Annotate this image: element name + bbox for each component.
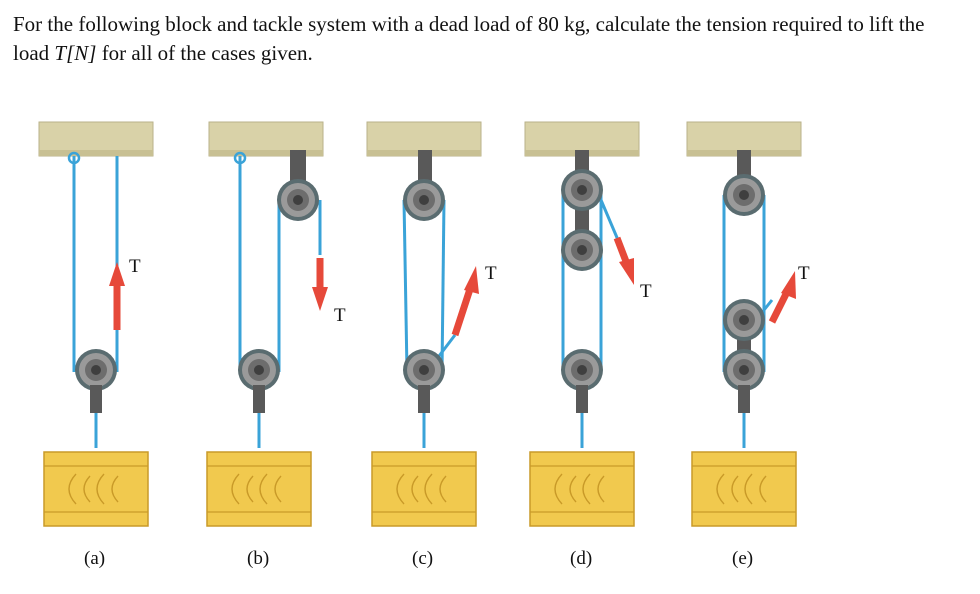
load-block-b <box>206 451 312 527</box>
top-pulley-b <box>277 179 319 221</box>
case-label-d: (d) <box>570 548 593 569</box>
problem-statement: For the following block and tackle syste… <box>13 10 963 68</box>
bottom-pulley-e <box>723 349 765 391</box>
problem-text-end: for all of the cases given. <box>96 41 313 65</box>
system-e: T <box>686 121 810 527</box>
middle-pulley-e <box>723 299 765 341</box>
load-block-d <box>529 451 635 527</box>
system-d: T <box>524 121 652 527</box>
tension-arrow-d <box>613 236 631 266</box>
case-label-e: (e) <box>732 548 754 569</box>
system-b: T <box>206 121 346 527</box>
bottom-pulley-b <box>238 349 280 391</box>
load-block-a <box>43 451 149 527</box>
case-label-b: (b) <box>247 548 270 569</box>
tension-arrow-e <box>768 288 792 324</box>
tension-symbol: T[N] <box>54 41 97 65</box>
tension-label-c: T <box>485 263 497 284</box>
case-label-c: (c) <box>412 548 434 569</box>
tension-label-a: T <box>129 256 141 277</box>
problem-text-start: For the following block and tackle syste… <box>13 12 925 65</box>
pulley-a <box>75 349 117 391</box>
tension-label-d: T <box>640 281 652 302</box>
top-pulley-e <box>723 174 765 216</box>
top-pulley-d <box>561 169 603 211</box>
tension-label-b: T <box>334 305 346 326</box>
bottom-pulley-c <box>403 349 445 391</box>
load-block-c <box>371 451 477 527</box>
tension-arrow-c <box>451 284 475 337</box>
load-block-e <box>691 451 797 527</box>
system-c: T <box>366 121 497 527</box>
bottom-pulley-d <box>561 349 603 391</box>
case-label-a: (a) <box>84 548 106 569</box>
ceiling-a <box>38 121 154 157</box>
system-a: T <box>38 121 154 527</box>
tension-label-e: T <box>798 263 810 284</box>
top-pulley-c <box>403 179 445 221</box>
middle-pulley-d <box>561 229 603 271</box>
